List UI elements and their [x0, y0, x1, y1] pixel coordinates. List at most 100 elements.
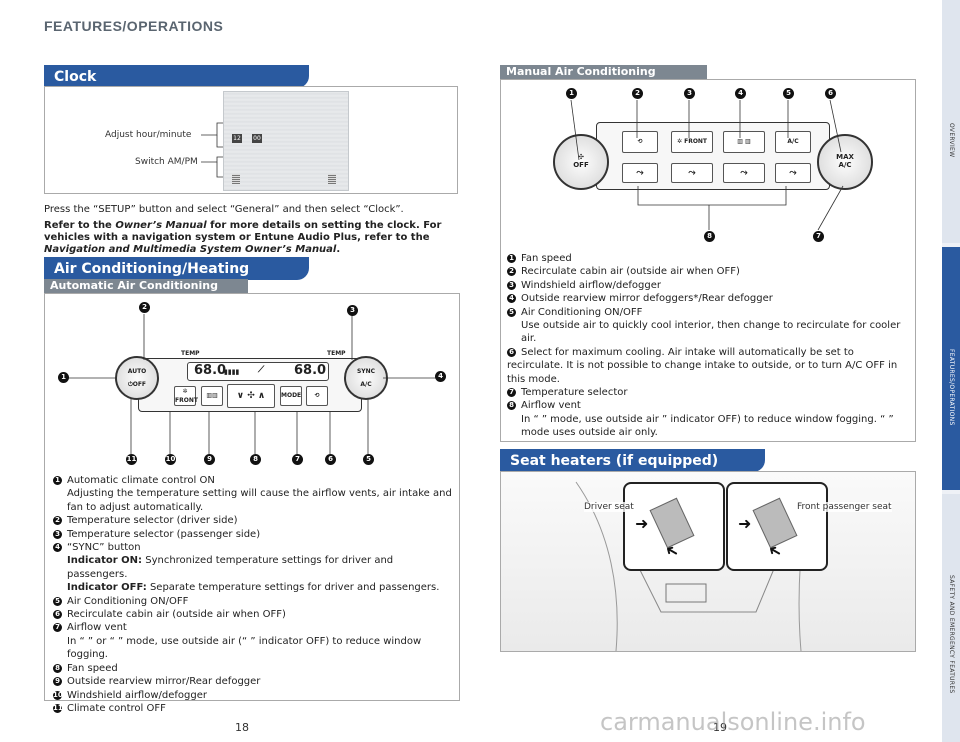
- rear-defrost-button[interactable]: ▥▥: [201, 386, 223, 406]
- fan-level-icon: ▮▮▮▮: [224, 368, 240, 376]
- clock-figure-box: Adjust hour/minute Switch AM/PM 12 00: [44, 86, 458, 194]
- adjust-hour-minute-label: Adjust hour/minute: [105, 130, 192, 140]
- legend-text: In “ ” mode, use outside air ” indicator…: [521, 413, 894, 439]
- legend-text: Fan speed: [67, 662, 118, 674]
- ac-button[interactable]: A/C: [775, 131, 811, 153]
- driver-seat-label: Driver seat: [584, 502, 634, 512]
- legend-text: Temperature selector (driver side): [67, 515, 238, 527]
- airflow-mode-icon: ⟋: [258, 365, 265, 375]
- switch-am-pm-label: Switch AM/PM: [135, 157, 198, 167]
- rear-defog-button[interactable]: ▥ ▥: [723, 131, 765, 153]
- fan-speed-button[interactable]: ∨ ✣ ∧: [227, 384, 275, 408]
- sidebar-tab-safety[interactable]: SAFETY AND EMERGENCY FEATURES: [942, 494, 960, 742]
- legend-text: Synchronized temperature settings for dr…: [67, 555, 394, 580]
- legend-number: 9: [53, 677, 62, 687]
- mode-button[interactable]: MODE: [280, 386, 302, 406]
- legend-item: Indicator OFF: Separate temperature sett…: [67, 582, 440, 594]
- callout-7: 7: [292, 454, 303, 465]
- legend-number: 1: [507, 254, 516, 263]
- sidebar-tab-features[interactable]: FEATURES/OPERATIONS: [942, 247, 960, 490]
- callout-10: 10: [165, 454, 176, 465]
- legend-number: 2: [53, 516, 62, 526]
- clock-callout-lines: [201, 122, 223, 178]
- legend-number: 8: [53, 663, 62, 673]
- legend-number: 1: [53, 476, 62, 485]
- minute-button[interactable]: 00: [252, 134, 262, 143]
- recirculate-button[interactable]: ⟲: [306, 386, 328, 406]
- passenger-seat-label: Front passenger seat: [797, 502, 892, 512]
- legend-item: In “ ” or “ ” mode, use outside air (“ ”…: [53, 635, 453, 662]
- fan-speed-knob[interactable]: ✣OFF: [553, 134, 609, 190]
- driver-temp-value: 68.0: [194, 363, 227, 378]
- manual-callout-6: 6: [825, 88, 836, 99]
- sidebar-tab-overview[interactable]: OVERVIEW: [942, 0, 960, 243]
- clock-section-title: Clock: [44, 65, 309, 88]
- legend-text: Windshield airflow/defogger: [67, 689, 207, 701]
- driver-seat-heater-closeup: ➜ ➜: [623, 482, 725, 571]
- legend-item: 4 “SYNC” button: [53, 541, 453, 554]
- legend-text: In “ ” or “ ” mode, use outside air (“ ”…: [67, 635, 422, 661]
- front-defrost-button[interactable]: ✲ FRONT: [671, 131, 713, 153]
- ac-section-title: Air Conditioning/Heating: [44, 257, 309, 280]
- legend-text: Air Conditioning ON/OFF: [521, 306, 643, 318]
- recirc-button[interactable]: ⟲: [622, 131, 658, 153]
- legend-text: Separate temperature settings for driver…: [146, 582, 440, 594]
- page-number-right: 19: [713, 721, 727, 734]
- sync-ac-knob[interactable]: SYNC A/C: [344, 356, 388, 400]
- chapter-sidebar: OVERVIEW FEATURES/OPERATIONS SAFETY AND …: [942, 0, 960, 742]
- callout-11: 11: [126, 454, 137, 465]
- pm-button[interactable]: [328, 174, 336, 184]
- front-defrost-button[interactable]: ✲FRONT: [174, 386, 198, 406]
- auto-ac-panel: TEMP TEMP 68.0 ▮▮▮▮ ⟋ 68.0 ✲FRONT ▥▥ ∨ ✣…: [138, 350, 362, 412]
- clock-reference-text: Refer to the Owner’s Manual for more det…: [44, 220, 442, 255]
- callout-2: 2: [139, 302, 150, 313]
- am-button[interactable]: [232, 174, 240, 184]
- legend-text: Outside rearview mirror/Rear defogger: [67, 676, 261, 688]
- legend-text: Recirculate cabin air (outside air when …: [67, 609, 286, 621]
- arrow-icon: ➜: [635, 514, 649, 533]
- manual-callout-8: 8: [704, 231, 715, 242]
- legend-text: Airflow vent: [521, 400, 581, 412]
- vent-bilevel-button[interactable]: ⤳: [671, 163, 713, 183]
- clock-screen: 12 00: [223, 91, 349, 191]
- manual-ac-panel: ⟲ ✲ FRONT ▥ ▥ A/C ⤳ ⤳ ⤳ ⤳: [596, 122, 830, 190]
- manual-callout-3: 3: [684, 88, 695, 99]
- legend-item: 2 Temperature selector (driver side): [53, 514, 453, 527]
- vent-floor-button[interactable]: ⤳: [723, 163, 765, 183]
- callout-8: 8: [250, 454, 261, 465]
- auto-ac-subtitle: Automatic Air Conditioning: [44, 279, 248, 293]
- auto-ac-box: TEMP TEMP 68.0 ▮▮▮▮ ⟋ 68.0 ✲FRONT ▥▥ ∨ ✣…: [44, 293, 460, 714]
- hour-button[interactable]: 12: [232, 134, 242, 143]
- clock-setup-text: Press the “SETUP” button and select “Gen…: [44, 204, 404, 215]
- passenger-temp-value: 68.0: [294, 363, 327, 378]
- legend-number: 4: [53, 543, 62, 553]
- manual-callout-5: 5: [783, 88, 794, 99]
- callout-5: 5: [363, 454, 374, 465]
- legend-number: 11: [53, 703, 63, 713]
- legend-number: 6: [507, 347, 516, 357]
- legend-number: 2: [507, 267, 516, 277]
- legend-item: 9 Outside rearview mirror/Rear defogger: [53, 675, 453, 688]
- vent-face-button[interactable]: ⤳: [622, 163, 658, 183]
- legend-text: Fan speed: [521, 253, 572, 264]
- legend-item: Indicator ON: Synchronized temperature s…: [67, 555, 394, 580]
- auto-ac-callout-lines: [63, 314, 436, 454]
- legend-text: Recirculate cabin air (outside air when …: [521, 266, 740, 278]
- temp-right-label: TEMP: [327, 350, 346, 357]
- vent-floor-defrost-button[interactable]: ⤳: [775, 163, 811, 183]
- seat-heater-figure: ➜ ➜ ➜ ➜ Driver seat Front passenger seat: [500, 471, 916, 652]
- legend-text: Use outside air to quickly cool interior…: [521, 320, 901, 345]
- legend-text: “SYNC” button: [67, 542, 141, 554]
- legend-text: Airflow vent: [67, 622, 127, 634]
- legend-text: Adjusting the temperature setting will c…: [67, 488, 452, 513]
- legend-number: 5: [53, 596, 62, 606]
- temp-left-label: TEMP: [181, 350, 200, 357]
- legend-item: 2 Recirculate cabin air (outside air when…: [507, 265, 912, 278]
